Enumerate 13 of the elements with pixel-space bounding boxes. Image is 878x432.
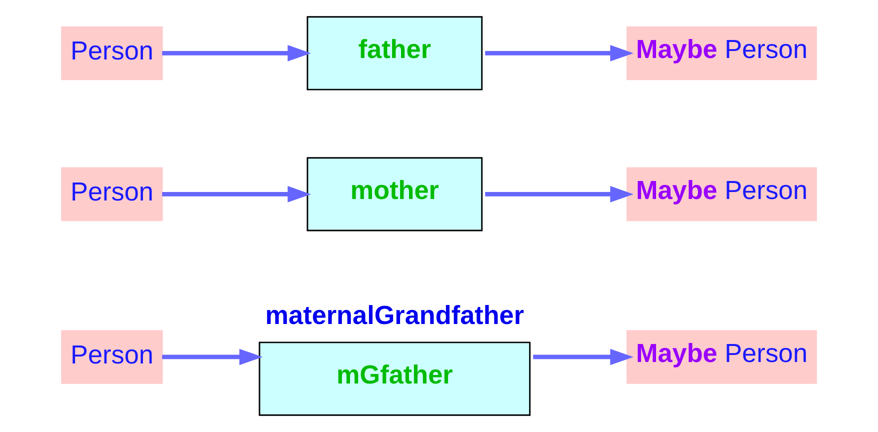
node-box: Maybe Person <box>626 330 817 384</box>
arrow <box>162 186 311 202</box>
arrow <box>485 45 634 62</box>
node-box: Maybe Person <box>626 26 817 80</box>
arrow <box>533 348 634 366</box>
node-box: Maybe Person <box>626 167 817 222</box>
node-label: maternalGrandfather <box>265 300 524 330</box>
arrow <box>162 348 263 366</box>
arrow <box>162 45 311 62</box>
node-box: Person <box>61 330 163 384</box>
arrow <box>485 186 634 202</box>
node-box: Person <box>61 167 163 222</box>
node-box: Person <box>61 26 163 80</box>
